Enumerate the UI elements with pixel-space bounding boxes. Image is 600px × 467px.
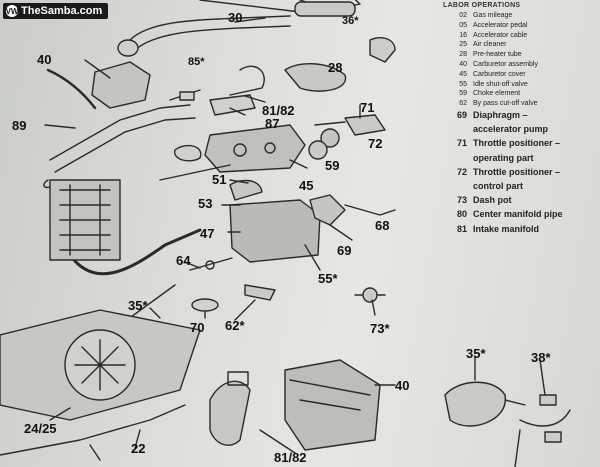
legend-number: 40 xyxy=(459,61,467,68)
legend-number: 16 xyxy=(459,31,467,39)
legend-text: Pre-heater tube xyxy=(473,51,522,59)
legend-row: 59 Choke element xyxy=(437,90,600,102)
callout-24-25: 24/25 xyxy=(24,421,57,436)
callout-45: 45 xyxy=(299,178,314,193)
legend-text: By pass cut-off valve xyxy=(473,100,538,108)
callout-85: 85* xyxy=(188,56,205,68)
callout-35-left: 35* xyxy=(128,298,148,313)
legend-row: 55 Idle shut-off valve xyxy=(437,81,600,93)
callout-30: 30 xyxy=(228,10,243,25)
callout-68: 68 xyxy=(375,218,390,233)
legend-text: Throttle positioner – xyxy=(473,138,561,149)
thesamba-watermark: VW TheSamba.com xyxy=(3,3,109,19)
callout-81-82-bottom: 81/82 xyxy=(274,450,307,465)
callout-71: 71 xyxy=(360,100,375,115)
callout-64: 64 xyxy=(176,253,191,268)
legend-row: 62 By pass cut-off valve xyxy=(437,100,600,112)
callout-51: 51 xyxy=(212,172,227,187)
legend-number: 69 xyxy=(456,110,467,120)
legend-row: 02 Gas mileage xyxy=(437,12,600,24)
legend-row: 28 Pre-heater tube xyxy=(437,51,600,63)
legend-title: LABOR OPERATIONS xyxy=(443,2,521,9)
legend-row: 80 Center manifold pipe xyxy=(437,209,600,221)
watermark-text: TheSamba.com xyxy=(21,5,103,17)
callout-72: 72 xyxy=(368,136,383,151)
callout-22: 22 xyxy=(131,441,146,456)
legend-number: 62 xyxy=(459,100,467,108)
legend-number: 25 xyxy=(459,41,467,49)
legend-row: control part xyxy=(437,181,600,193)
legend-row: 05 Accelerator pedal xyxy=(437,22,600,34)
legend-number: 72 xyxy=(456,166,467,177)
legend-text: control part xyxy=(473,181,524,191)
legend-text: accelerator pump xyxy=(473,124,549,135)
callout-53: 53 xyxy=(198,196,213,211)
callout-36: 36* xyxy=(342,15,359,27)
legend-number: 71 xyxy=(456,138,467,149)
legend-number: 55 xyxy=(459,80,467,88)
legend-text: Carburetor assembly xyxy=(473,61,538,68)
callout-62: 62* xyxy=(225,318,245,333)
legend-text: Carburetor cover xyxy=(473,70,526,78)
legend-text: Gas mileage xyxy=(473,12,513,19)
legend-row: 71 Throttle positioner – xyxy=(437,138,600,150)
legend-row: 72 Throttle positioner – xyxy=(437,167,600,179)
legend-text: Accelerator cable xyxy=(473,31,528,39)
legend-number: 28 xyxy=(459,51,467,59)
callout-73: 73* xyxy=(370,321,390,336)
legend-number: 73 xyxy=(456,195,467,206)
callout-38: 38* xyxy=(531,350,551,365)
legend-row: 25 Air cleaner xyxy=(437,41,600,53)
legend-row: 16 Accelerator cable xyxy=(437,32,600,44)
legend-text: Choke element xyxy=(473,90,521,98)
callout-81-82-top: 81/82 xyxy=(262,103,295,118)
legend-text: Intake manifold xyxy=(473,223,540,234)
callout-55: 55* xyxy=(318,271,338,286)
legend-row: 81 Intake manifold xyxy=(437,224,600,236)
legend-row: 40 Carburetor assembly xyxy=(437,61,600,73)
callout-70: 70 xyxy=(190,320,205,335)
vw-logo-icon: VW xyxy=(5,5,19,17)
legend-text: Diaphragm – xyxy=(473,110,528,120)
callout-69: 69 xyxy=(337,243,352,258)
callout-40-bottom: 40 xyxy=(395,378,410,393)
legend-number: 45 xyxy=(459,70,467,78)
legend-text: Center manifold pipe xyxy=(473,209,563,220)
legend-text: Air cleaner xyxy=(473,41,507,49)
callout-59: 59 xyxy=(325,158,340,173)
legend-number: 59 xyxy=(459,90,467,98)
callout-87: 87 xyxy=(265,116,280,131)
legend-row: operating part xyxy=(437,153,600,165)
legend-text: Dash pot xyxy=(473,195,512,206)
legend-text: Throttle positioner – xyxy=(473,166,561,177)
legend-row: 69 Diaphragm – xyxy=(437,110,600,122)
legend-number: 81 xyxy=(456,223,467,234)
callout-47: 47 xyxy=(200,226,215,241)
legend-number: 02 xyxy=(459,12,467,19)
callout-40-top: 40 xyxy=(37,52,52,67)
callout-89: 89 xyxy=(12,118,27,133)
legend-row: 73 Dash pot xyxy=(437,195,600,207)
legend-text: operating part xyxy=(473,152,534,163)
callout-35-right: 35* xyxy=(466,346,486,361)
legend-number: 05 xyxy=(459,21,467,29)
legend-text: Idle shut-off valve xyxy=(473,80,528,88)
legend-row: 45 Carburetor cover xyxy=(437,71,600,83)
legend-text: Accelerator pedal xyxy=(473,21,528,29)
legend-row: accelerator pump xyxy=(437,124,600,136)
legend-number: 80 xyxy=(456,209,467,220)
callout-28: 28 xyxy=(328,60,343,75)
